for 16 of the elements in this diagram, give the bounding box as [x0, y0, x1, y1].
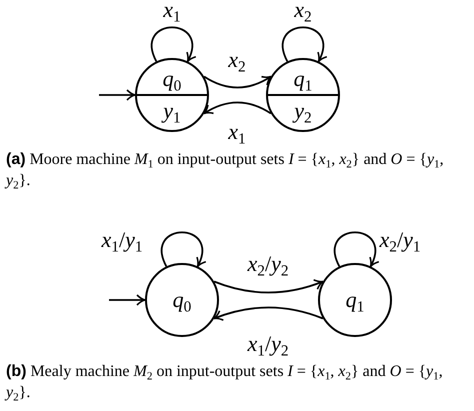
edge-label: x$_{2}$/y$_{1}$: [379, 229, 421, 251]
edge-label: x$_{1}$: [163, 0, 181, 21]
caption: (b) Mealy machine M$_{2}$ on input-output sets I = {x$_{1}$, x$_{2}$} and O = {y$_{1}$, y$_{2}$}.: [6, 362, 444, 404]
output-label: y$_{1}$: [160, 100, 182, 122]
edge-label: x$_{1}$/y$_{2}$: [247, 333, 289, 355]
state-label: q$_{1}$: [292, 68, 314, 90]
output-label: y$_{2}$: [292, 100, 313, 122]
edge-label: x$_{2}$/y$_{2}$: [247, 253, 289, 275]
edge-label: x$_{1}$/y$_{1}$: [101, 229, 143, 251]
caption: (a) Moore machine M$_{1}$ on input-output sets I = {x$_{1}$, x$_{2}$} and O = {y$_{1}$, y$_{2}$}.: [6, 150, 445, 192]
state-label: q$_{0}$: [162, 68, 182, 90]
state-label: q$_{1}$: [344, 289, 366, 311]
edge-label: x$_{2}$: [294, 0, 312, 21]
edge-label: x$_{1}$: [228, 121, 246, 143]
state-label: q$_{0}$: [172, 289, 192, 311]
edge-label: x$_{2}$: [228, 49, 246, 71]
